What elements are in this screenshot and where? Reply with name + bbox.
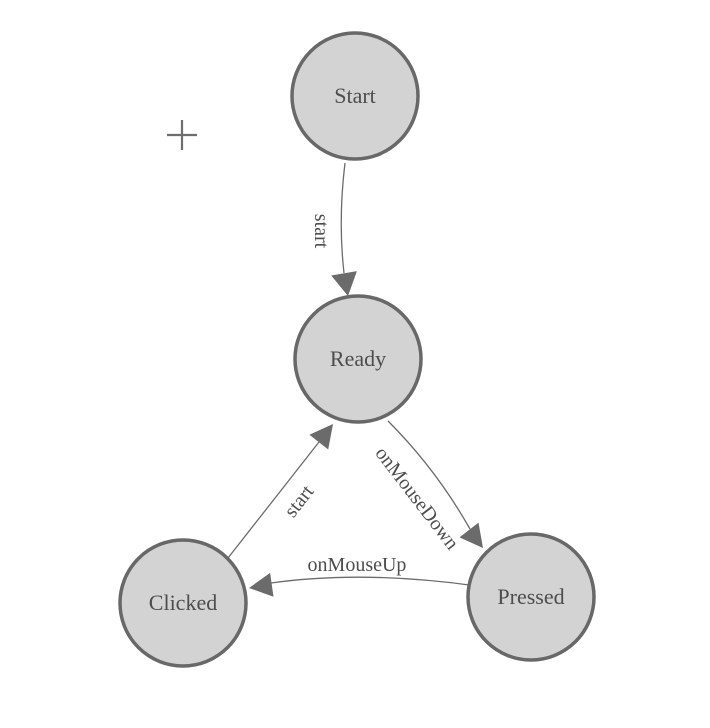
arrowhead-pressed-to-clicked (249, 572, 274, 597)
state-label-ready: Ready (330, 346, 386, 371)
arrowhead-ready-to-pressed (459, 522, 483, 548)
edge-ready-to-pressed: onMouseDown (370, 420, 483, 554)
edge-label-start-to-ready[interactable]: start (310, 214, 332, 249)
edge-path-pressed-to-clicked[interactable] (270, 576, 478, 587)
edge-clicked-to-ready: start (227, 424, 333, 559)
edge-label-pressed-to-clicked[interactable]: onMouseUp (308, 554, 407, 576)
state-label-pressed: Pressed (497, 584, 564, 609)
arrowhead-start-to-ready (331, 271, 357, 296)
state-circle-ready[interactable] (293, 294, 423, 424)
state-circle-pressed[interactable] (466, 532, 596, 662)
state-node-start: Start (290, 31, 420, 161)
state-node-ready: Ready (293, 294, 423, 424)
state-node-pressed: Pressed (466, 532, 596, 662)
state-circle-clicked[interactable] (118, 538, 248, 668)
edge-path-clicked-to-ready[interactable] (227, 441, 320, 559)
state-label-clicked: Clicked (149, 590, 217, 615)
edge-label-clicked-to-ready[interactable]: start (280, 481, 319, 522)
edge-label-ready-to-pressed[interactable]: onMouseDown (370, 443, 463, 554)
edge-path-start-to-ready[interactable] (340, 162, 346, 274)
arrowhead-clicked-to-ready (309, 424, 333, 450)
edge-start-to-ready: start (310, 162, 357, 296)
state-label-start: Start (334, 83, 376, 108)
state-node-clicked: Clicked (118, 538, 248, 668)
edge-pressed-to-clicked: onMouseUp (249, 554, 478, 597)
state-circle-start[interactable] (290, 31, 420, 161)
edge-path-ready-to-pressed[interactable] (387, 420, 471, 530)
crosshair-icon (167, 120, 197, 150)
